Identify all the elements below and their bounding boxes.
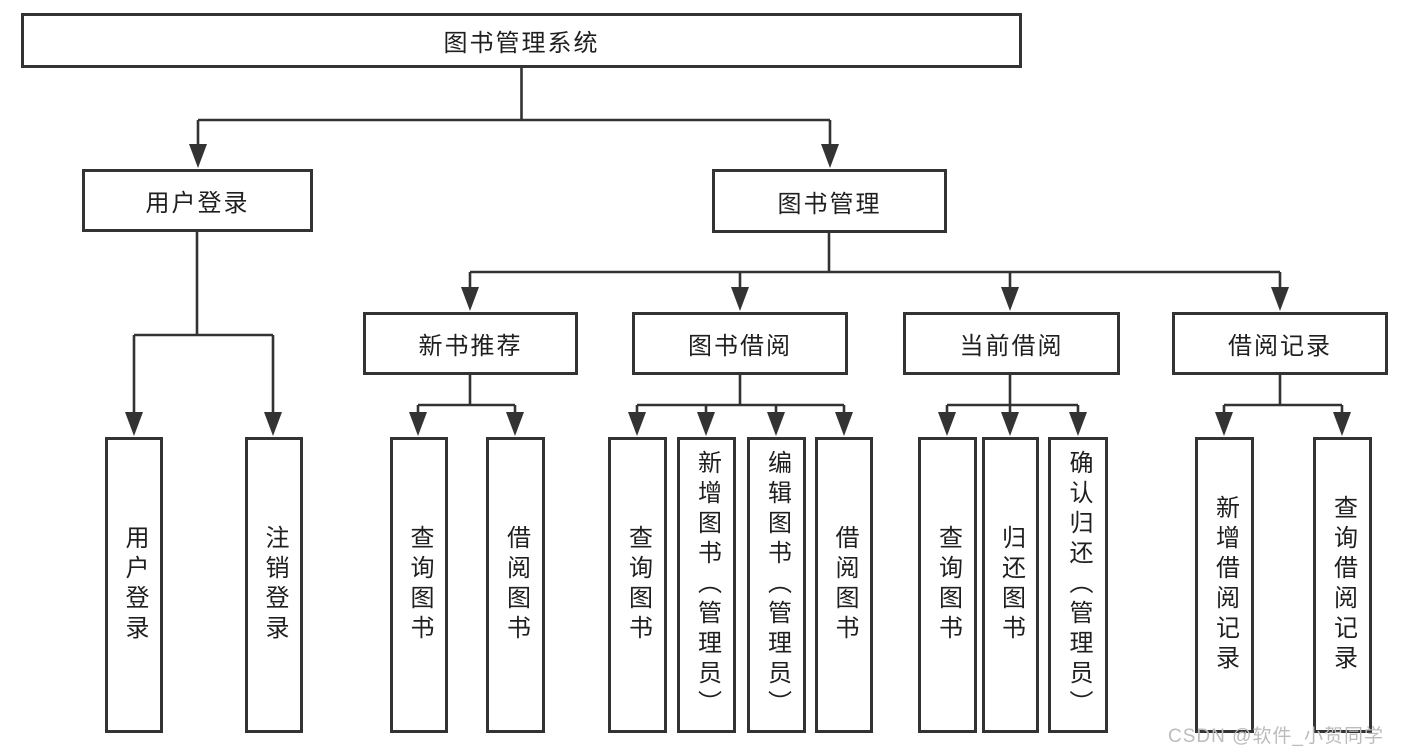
- leaf-user-login: 用户登录: [105, 437, 163, 733]
- leaf-confirm-return-admin-label: 确认归还（管理员）: [1065, 450, 1092, 720]
- leaf-query-borrow-record: 查询借阅记录: [1313, 437, 1372, 733]
- leaf-query-books-borrowing: 查询图书: [608, 437, 667, 733]
- leaf-confirm-return-admin: 确认归还（管理员）: [1048, 437, 1108, 733]
- node-root: 图书管理系统: [21, 13, 1022, 68]
- node-current-borrowing: 当前借阅: [903, 312, 1120, 375]
- leaf-query-books-recommend: 查询图书: [390, 437, 448, 733]
- node-new-book-recommendation: 新书推荐: [363, 312, 578, 375]
- leaf-borrow-books-recommend-label: 借阅图书: [502, 525, 530, 645]
- leaf-query-books-current: 查询图书: [918, 437, 977, 733]
- node-root-label: 图书管理系统: [443, 30, 600, 57]
- leaf-logout: 注销登录: [245, 437, 303, 733]
- leaf-edit-books-admin: 编辑图书（管理员）: [747, 437, 806, 733]
- leaf-add-books-admin: 新增图书（管理员）: [677, 437, 736, 733]
- node-borrowing-records-label: 借阅记录: [1228, 333, 1332, 360]
- leaf-query-books-current-label: 查询图书: [934, 525, 962, 645]
- leaf-return-books-label: 归还图书: [997, 525, 1025, 645]
- leaf-borrow-books-recommend: 借阅图书: [486, 437, 545, 733]
- node-borrowing-records: 借阅记录: [1172, 312, 1388, 375]
- leaf-add-borrow-record: 新增借阅记录: [1195, 437, 1254, 733]
- node-book-management-label: 图书管理: [777, 190, 882, 218]
- leaf-edit-books-admin-label: 编辑图书（管理员）: [763, 450, 791, 720]
- node-user-login-label: 用户登录: [145, 190, 250, 217]
- leaf-borrow-books-borrowing-label: 借阅图书: [831, 525, 858, 645]
- node-new-book-recommendation-label: 新书推荐: [418, 333, 523, 360]
- leaf-add-books-admin-label: 新增图书（管理员）: [693, 450, 721, 720]
- leaf-user-login-label: 用户登录: [121, 525, 148, 645]
- leaf-borrow-books-borrowing: 借阅图书: [815, 437, 873, 733]
- leaf-logout-label: 注销登录: [261, 525, 288, 645]
- node-user-login: 用户登录: [82, 169, 313, 232]
- node-book-management: 图书管理: [712, 169, 947, 233]
- node-book-borrowing: 图书借阅: [632, 312, 848, 375]
- leaf-add-borrow-record-label: 新增借阅记录: [1211, 495, 1239, 675]
- leaf-query-books-borrowing-label: 查询图书: [624, 525, 652, 645]
- leaf-return-books: 归还图书: [982, 437, 1039, 733]
- leaf-query-borrow-record-label: 查询借阅记录: [1329, 495, 1357, 675]
- leaf-query-books-recommend-label: 查询图书: [406, 525, 433, 645]
- watermark: CSDN @软件_小贺同学: [1168, 726, 1384, 747]
- node-current-borrowing-label: 当前借阅: [959, 333, 1064, 360]
- node-book-borrowing-label: 图书借阅: [688, 333, 792, 360]
